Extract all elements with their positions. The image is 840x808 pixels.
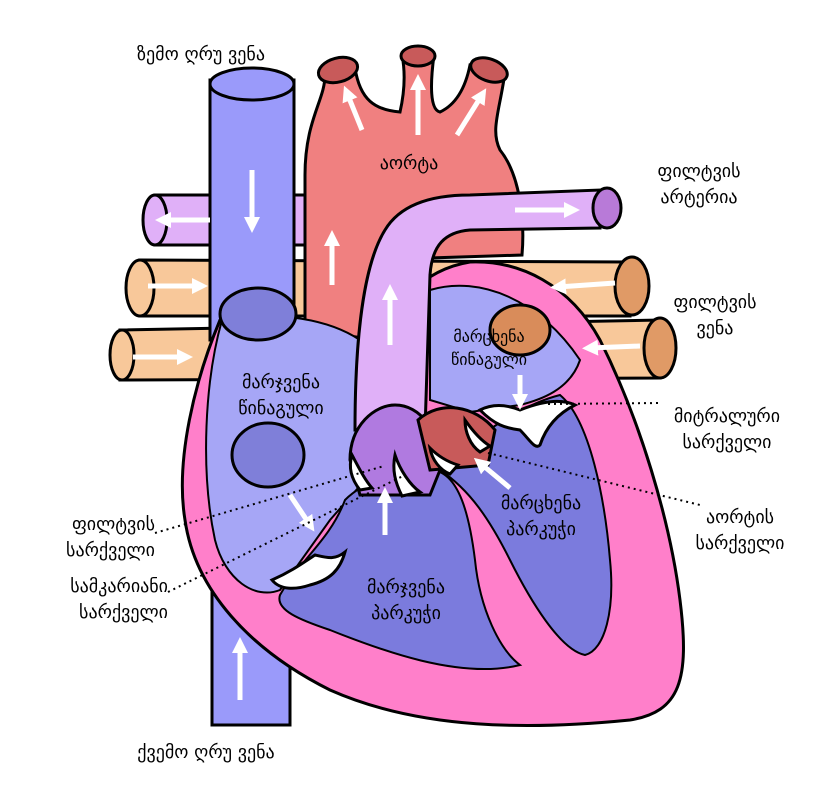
pulmonary-artery-trunk	[353, 188, 602, 432]
pulmonary-valve-label: ფილტვის სარქველი	[66, 514, 155, 561]
pulmonary-artery-label: ფილტვის არტერია	[657, 161, 741, 208]
right-ventricle-label: მარჯვენა პარკუჭი	[367, 577, 445, 624]
valve-leaflets	[269, 399, 579, 590]
superior-vena-cava-opening	[218, 286, 298, 342]
superior-vena-cava-label: ზემო ღრუ ვენა	[137, 44, 265, 65]
pulmonary-vein-label: ფილტვის ვენა	[673, 292, 757, 339]
right-atrium-label: მარჯვენა წინაგული	[238, 372, 324, 419]
left-ventricle-label: მარცხენა პარკუჭი	[500, 493, 582, 540]
pulmonary-vein-opening	[488, 303, 552, 357]
left-atrium-label: მარცხენა წინაგული	[450, 327, 527, 369]
tricuspid-valve-label: სამკარიანი სარქველი	[70, 576, 168, 623]
leader-lines	[154, 402, 701, 593]
inferior-vena-cava-label: ქვემო ღრუ ვენა	[137, 742, 275, 763]
aortic-valve-label: აორტის სარქველი	[695, 507, 785, 554]
blood-flow-arrows	[133, 73, 641, 700]
mitral-valve-label: მიტრალური სარქველი	[673, 406, 781, 453]
inferior-vena-cava-opening	[230, 421, 306, 489]
right-ventricle-chamber	[278, 468, 523, 671]
aorta-label: აორტა	[379, 153, 439, 174]
